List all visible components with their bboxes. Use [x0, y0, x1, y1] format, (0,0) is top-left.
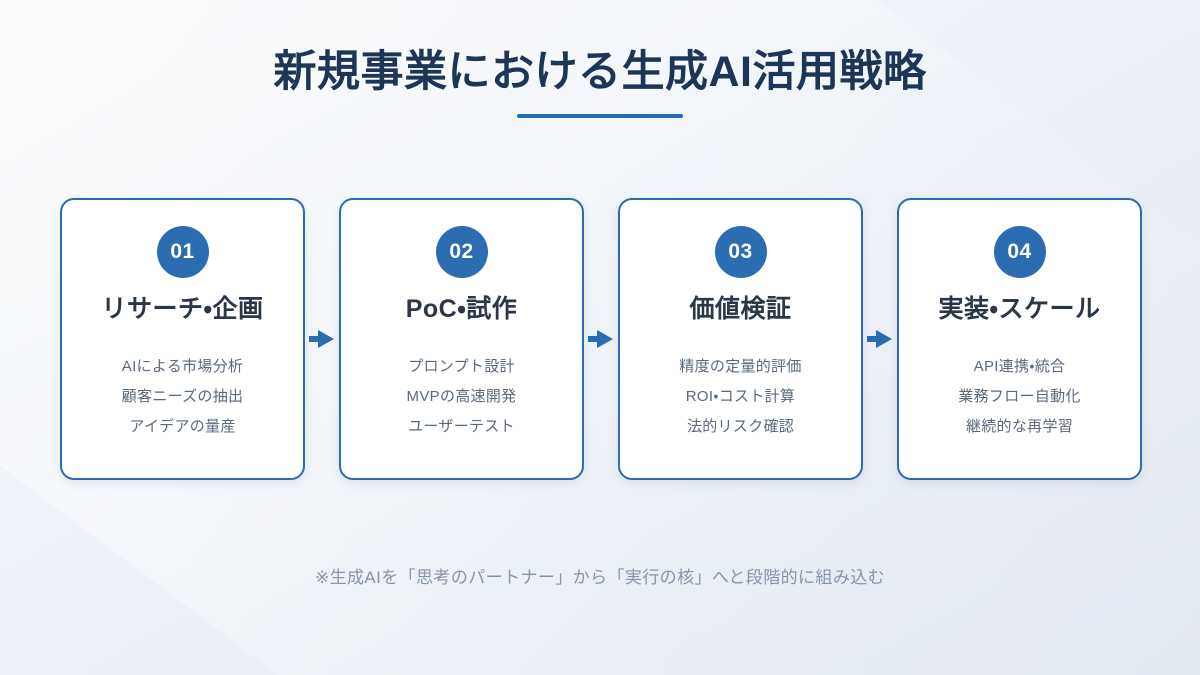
step-detail-item: 業務フロー自動化: [958, 388, 1081, 405]
step-number-badge: 01: [156, 226, 209, 278]
arrow-right-icon: [863, 326, 897, 352]
arrow-right-icon: [584, 326, 618, 352]
process-step-card-03[interactable]: 03 価値検証 精度の定量的評価 ROI・コスト計算 法的リスク確認: [618, 198, 863, 480]
step-detail-item: 顧客ニーズの抽出: [121, 388, 244, 405]
process-flow: 01 リサーチ・企画 AIによる市場分析 顧客ニーズの抽出 アイデアの量産 02…: [60, 198, 1142, 480]
step-title: 価値検証: [689, 295, 792, 323]
step-detail-item: アイデアの量産: [129, 418, 236, 435]
step-detail-item: プロンプト設計: [408, 358, 515, 375]
process-step-card-01[interactable]: 01 リサーチ・企画 AIによる市場分析 顧客ニーズの抽出 アイデアの量産: [60, 198, 305, 480]
step-detail-item: ユーザーテスト: [408, 418, 515, 435]
step-detail-item: MVPの高速開発: [406, 388, 517, 405]
step-title: 実装・スケール: [938, 295, 1101, 323]
step-detail-item: 法的リスク確認: [686, 418, 795, 435]
step-detail-list: プロンプト設計 MVPの高速開発 ユーザーテスト: [407, 352, 517, 442]
step-detail-list: 精度の定量的評価 ROI・コスト計算 法的リスク確認: [679, 352, 801, 442]
page-title: 新規事業における生成AI活用戦略: [273, 48, 927, 96]
step-detail-item: 継続的な再学習: [965, 418, 1074, 435]
step-detail-item: API連携・統合: [973, 358, 1066, 375]
step-number-badge: 04: [993, 226, 1046, 278]
step-number-badge: 03: [714, 226, 767, 278]
process-step-card-02[interactable]: 02 PoC・試作 プロンプト設計 MVPの高速開発 ユーザーテスト: [339, 198, 584, 480]
step-detail-item: AIによる市場分析: [121, 358, 244, 375]
arrow-right-icon: [305, 326, 339, 352]
step-detail-item: 精度の定量的評価: [679, 358, 802, 375]
step-title: リサーチ・企画: [101, 295, 264, 323]
footnote-text: ※生成AIを「思考のパートナー」から「実行の核」へと段階的に組み込む: [314, 568, 886, 587]
step-title: PoC・試作: [405, 295, 518, 323]
step-detail-item: ROI・コスト計算: [685, 388, 796, 405]
title-block: 新規事業における生成AI活用戦略: [0, 48, 1200, 119]
title-underline-accent: [517, 114, 683, 119]
step-number-badge: 02: [435, 226, 488, 278]
step-detail-list: AIによる市場分析 顧客ニーズの抽出 アイデアの量産: [122, 352, 244, 442]
process-step-card-04[interactable]: 04 実装・スケール API連携・統合 業務フロー自動化 継続的な再学習: [897, 198, 1142, 480]
step-detail-list: API連携・統合 業務フロー自動化 継続的な再学習: [958, 352, 1080, 442]
